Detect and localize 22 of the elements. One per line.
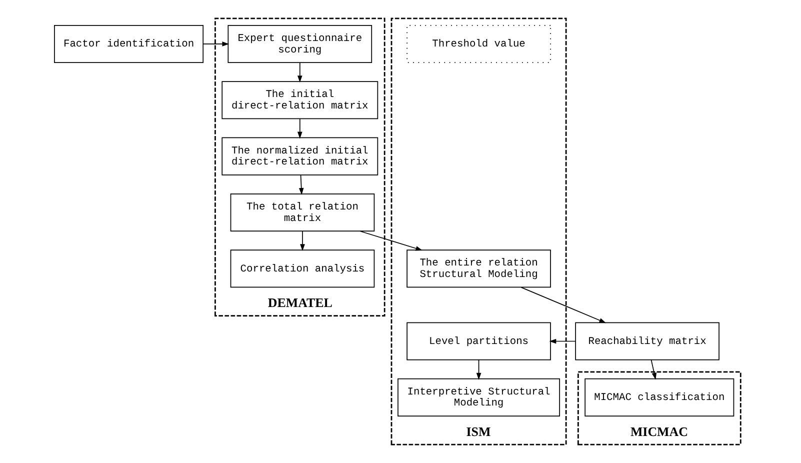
arrow [202,42,229,46]
node-box: Interpretive Structural Modeling [397,378,560,416]
arrow [548,338,576,344]
arrow [298,174,304,195]
arrow [296,62,302,83]
arrow [650,360,656,380]
arrow [296,118,302,139]
arrow [359,230,422,251]
node-box: Factor identification [54,24,204,63]
arrow [476,360,481,380]
arrow [520,286,606,324]
node-box: The initial direct-relation matrix [221,81,378,120]
node-box: Threshold value [406,24,550,63]
node-box: MICMAC classification [584,378,734,416]
node-box: Level partitions [406,322,550,360]
node-box: The total relation matrix [230,193,374,232]
arrow [300,230,304,252]
node-box: The normalized initial direct-relation matrix [221,137,378,176]
node-box: Expert questionnaire scoring [227,24,372,63]
node-box: Reachability matrix [574,322,719,360]
node-box: The entire relation Structural Modeling [406,250,550,288]
node-box: Correlation analysis [230,250,374,288]
